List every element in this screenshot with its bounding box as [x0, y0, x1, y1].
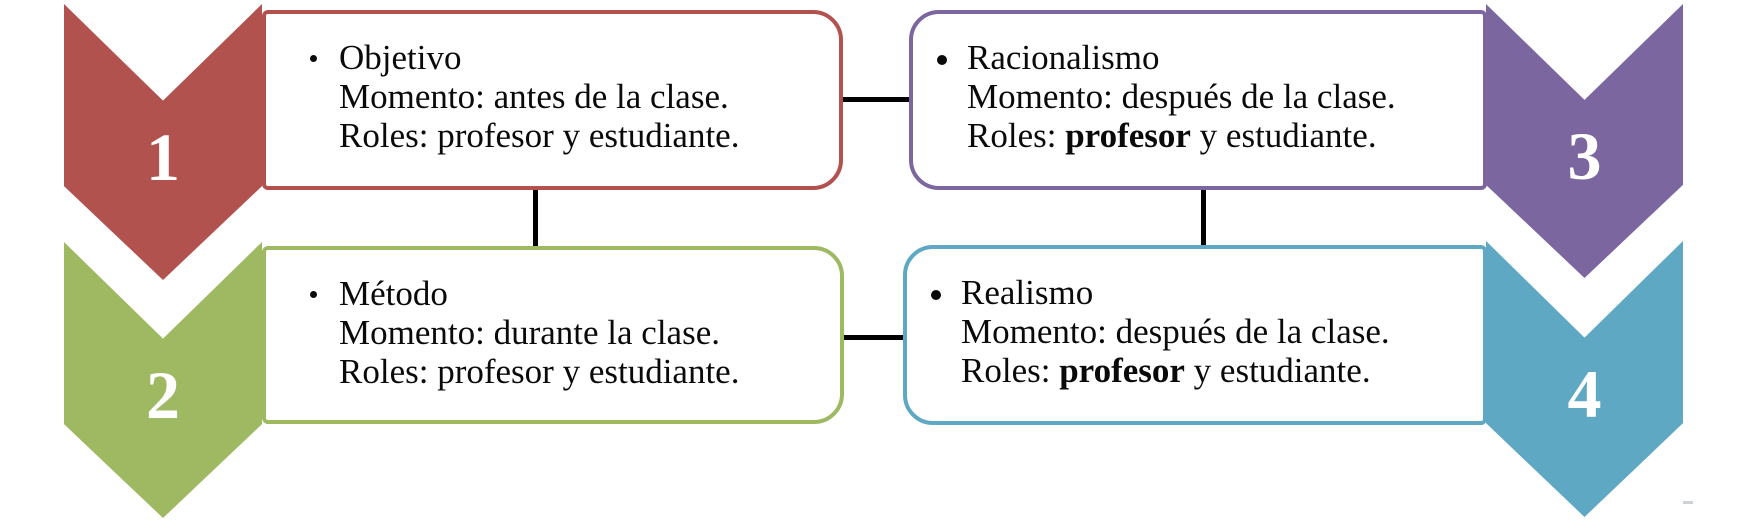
step1-title: Objetivo — [339, 38, 462, 77]
step2-roles: Roles: profesor y estudiante. — [339, 352, 739, 391]
step1-box: Objetivo Momento: antes de la clase. Rol… — [262, 10, 843, 190]
bullet-icon — [310, 55, 317, 62]
roles-suffix: y estudiante. — [1190, 116, 1377, 155]
connector-box3-box4 — [1201, 190, 1206, 246]
step2-content: Método Momento: durante la clase. Roles:… — [266, 250, 840, 391]
step3-roles: Roles: profesor y estudiante. — [967, 116, 1396, 155]
roles-suffix: y estudiante. — [1184, 351, 1371, 390]
step3-content: Racionalismo Momento: después de la clas… — [913, 14, 1483, 155]
connector-box1-box3 — [843, 97, 909, 102]
step3-box: Racionalismo Momento: después de la clas… — [909, 10, 1487, 190]
step2-text: Método Momento: durante la clase. Roles:… — [339, 274, 739, 391]
step4-title: Realismo — [961, 273, 1094, 312]
step4-box: Realismo Momento: después de la clase. R… — [903, 245, 1487, 425]
connector-box1-box2 — [533, 190, 538, 247]
chevron-down-icon-step2: 2 — [64, 242, 262, 518]
roles-prefix: Roles: — [967, 116, 1066, 155]
step1-number: 1 — [146, 119, 180, 195]
step4-roles: Roles: profesor y estudiante. — [961, 351, 1390, 390]
bullet-icon — [937, 55, 947, 65]
step2-number: 2 — [146, 357, 180, 433]
step2-box: Método Momento: durante la clase. Roles:… — [262, 246, 844, 424]
roles-prefix: Roles: profesor y estudiante. — [339, 116, 740, 155]
step3-text: Racionalismo Momento: después de la clas… — [967, 38, 1396, 155]
step1-text: Objetivo Momento: antes de la clase. Rol… — [339, 38, 739, 155]
step3-title: Racionalismo — [967, 38, 1160, 77]
chevron-down-icon-step1: 1 — [64, 4, 262, 280]
step3-momento: Momento: después de la clase. — [967, 77, 1396, 116]
roles-prefix: Roles: — [961, 351, 1060, 390]
step4-text: Realismo Momento: después de la clase. R… — [961, 273, 1390, 390]
step2-title: Método — [339, 274, 448, 313]
bullet-icon — [931, 290, 941, 300]
connector-box2-box4 — [844, 335, 903, 340]
step1-content: Objetivo Momento: antes de la clase. Rol… — [266, 14, 839, 155]
step1-momento: Momento: antes de la clase. — [339, 77, 729, 116]
roles-bold: profesor — [1059, 351, 1185, 390]
step2-momento: Momento: durante la clase. — [339, 313, 720, 352]
step4-number: 4 — [1567, 356, 1602, 432]
roles-bold: profesor — [1065, 116, 1191, 155]
chevron-down-icon-step3: 3 — [1486, 4, 1683, 278]
roles-prefix: Roles: profesor y estudiante. — [339, 352, 740, 391]
stray-mark — [1683, 501, 1693, 504]
step4-content: Realismo Momento: después de la clase. R… — [907, 249, 1483, 390]
step1-roles: Roles: profesor y estudiante. — [339, 116, 739, 155]
step4-momento: Momento: después de la clase. — [961, 312, 1390, 351]
bullet-icon — [310, 291, 317, 298]
step3-number: 3 — [1567, 118, 1602, 194]
chevron-down-icon-step4: 4 — [1486, 241, 1683, 517]
